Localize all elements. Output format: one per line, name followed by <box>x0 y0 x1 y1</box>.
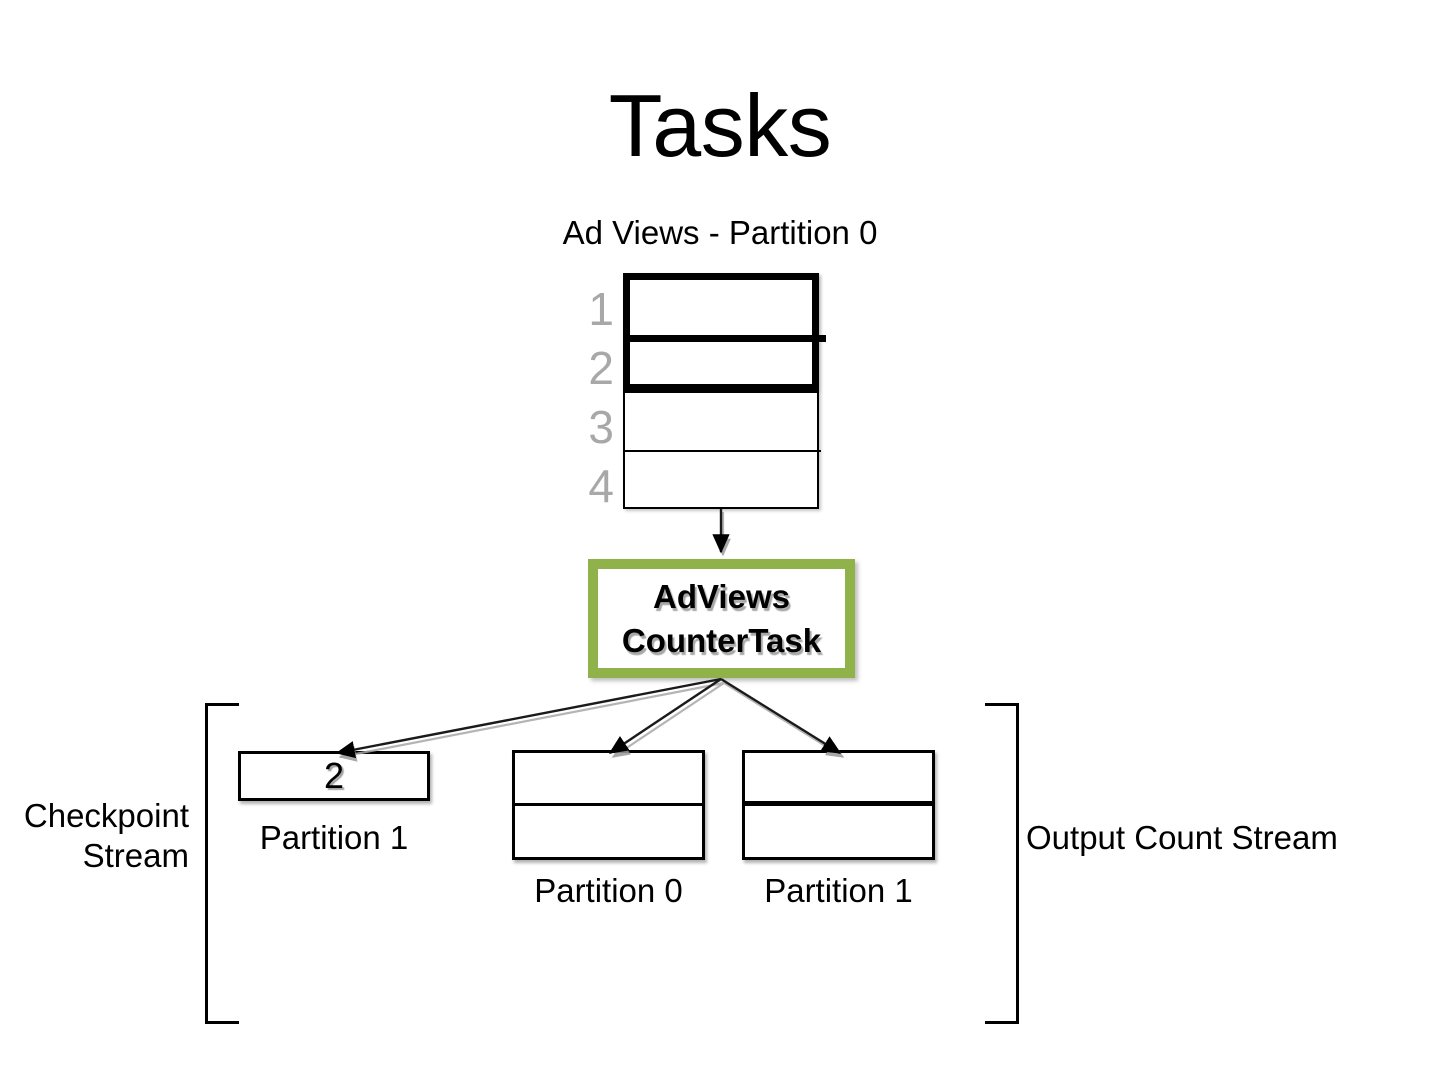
stack-divider-1-2 <box>630 335 826 342</box>
bracket-arm-bottom <box>985 1021 1016 1024</box>
stack-rows-highlighted <box>623 273 826 391</box>
checkpoint-partition-label: Partition 1 <box>259 819 409 856</box>
checkpoint-stream-label: Checkpoint Stream <box>0 796 189 877</box>
output-partition-1-label: Partition 1 <box>764 872 913 909</box>
output-box-divider <box>515 803 702 806</box>
input-stream-label: Ad Views - Partition 0 <box>562 214 878 251</box>
checkpoint-stream-bracket <box>205 703 239 1024</box>
output-stream-bracket <box>985 703 1019 1024</box>
output-partition-0-label: Partition 0 <box>534 872 683 909</box>
input-stream-stack: 1 2 3 4 <box>588 273 826 509</box>
checkpoint-box: 2 <box>238 751 430 801</box>
bracket-arm-bottom <box>208 1021 239 1024</box>
output-box-partition-0 <box>512 750 705 860</box>
stack-row-number-4: 4 <box>588 460 614 512</box>
stack-row-number-2: 2 <box>588 342 614 394</box>
stack-row-number-3: 3 <box>588 401 614 453</box>
checkpoint-value: 2 <box>323 755 345 796</box>
stack-rows-plain <box>623 391 821 509</box>
task-box-adviews-countertask[interactable]: AdViews CounterTask <box>588 559 855 678</box>
task-label-line2: CounterTask <box>621 621 822 659</box>
output-box-partition-1 <box>742 750 935 860</box>
page-title: Tasks <box>608 76 832 175</box>
task-label-line1: AdViews <box>653 577 790 615</box>
bracket-arm-top <box>985 703 1016 706</box>
output-stream-label: Output Count Stream <box>1026 819 1338 856</box>
output-box-divider <box>745 801 932 806</box>
checkpoint-stream-label-line2: Stream <box>82 837 189 875</box>
stack-row-number-1: 1 <box>588 283 614 335</box>
bracket-stem <box>205 703 208 1024</box>
bracket-arm-top <box>208 703 239 706</box>
stack-divider-3-4 <box>625 450 821 452</box>
bracket-stem <box>1016 703 1019 1024</box>
checkpoint-stream-label-line1: Checkpoint <box>23 797 189 834</box>
